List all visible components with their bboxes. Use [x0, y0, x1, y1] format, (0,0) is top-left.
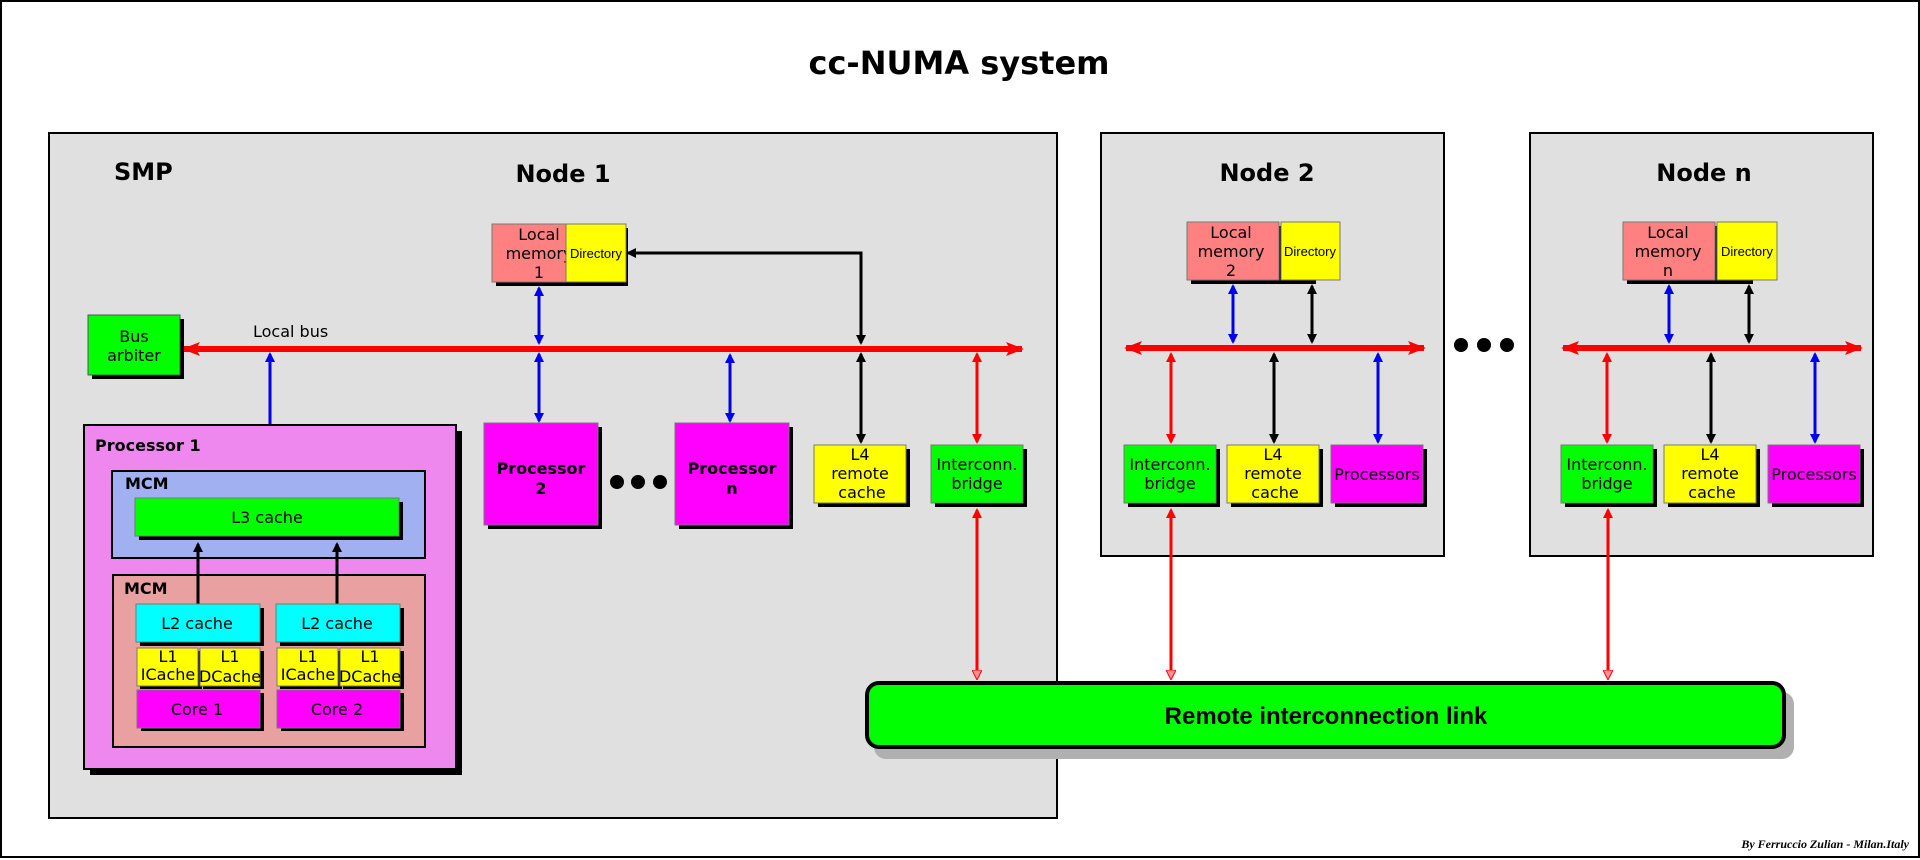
directoryn-label: Directory: [1721, 244, 1774, 259]
core1-l1d-line1: L1: [220, 647, 239, 666]
core2-l1d-line2: DCache: [339, 667, 401, 686]
bridgen-line1: Interconn.: [1566, 455, 1647, 474]
core2-l1i-line1: L1: [298, 647, 317, 666]
bus-arbiter: Bus arbiter: [87, 314, 184, 379]
noden-title: Node n: [1656, 159, 1751, 187]
core1-label: Core 1: [171, 700, 223, 719]
bridgen-line2: bridge: [1581, 474, 1632, 493]
processors-2: Processors: [1330, 444, 1427, 507]
directory-1: Directory: [565, 223, 627, 283]
bridge2-line1: Interconn.: [1129, 455, 1210, 474]
l4-1-line1: L4: [850, 445, 869, 464]
l4-remote-cache-1: L4 remote cache: [813, 444, 910, 507]
memory2-line2: memory: [1198, 242, 1265, 261]
directory1-label: Directory: [570, 246, 623, 261]
bus-arbiter-line2: arbiter: [107, 346, 161, 365]
processor-2: Processor 2: [483, 422, 602, 529]
bridge1-line2: bridge: [951, 474, 1002, 493]
processorsn-label: Processors: [1771, 465, 1856, 484]
node2-title: Node 2: [1219, 159, 1314, 187]
author-credit: By Ferruccio Zulian - Milan.Italy: [1740, 837, 1909, 851]
mcm-top-label: MCM: [125, 474, 169, 493]
l4-2-line3: cache: [1251, 483, 1298, 502]
diagram-title: cc-NUMA system: [808, 44, 1109, 82]
processor2-line2: 2: [535, 479, 546, 498]
processors-n: Processors: [1767, 444, 1864, 507]
directory-2: Directory: [1280, 221, 1341, 281]
processor2-line1: Processor: [497, 459, 586, 478]
remote-interconnection-link: Remote interconnection link: [865, 681, 1794, 759]
interconn-bridge-1: Interconn. bridge: [930, 444, 1027, 507]
local-bus-label: Local bus: [253, 322, 328, 341]
bridge2-line2: bridge: [1144, 474, 1195, 493]
l3-cache: L3 cache: [134, 497, 403, 540]
mcm-bottom-label: MCM: [124, 579, 168, 598]
l4-n-line2: remote: [1681, 464, 1739, 483]
processors2-label: Processors: [1334, 465, 1419, 484]
memoryn-line2: memory: [1635, 242, 1702, 261]
core1-l2-label: L2 cache: [161, 614, 233, 633]
core1-l1d-line2: DCache: [199, 667, 261, 686]
bridge1-line1: Interconn.: [936, 455, 1017, 474]
processorn-line1: Processor: [688, 459, 777, 478]
l4-remote-cache-n: L4 remote cache: [1663, 444, 1760, 507]
node1-title: Node 1: [515, 160, 610, 188]
processor-n: Processor n: [674, 422, 793, 529]
l3-cache-label: L3 cache: [231, 508, 303, 527]
memoryn-line1: Local: [1647, 223, 1688, 242]
memory2-line1: Local: [1210, 223, 1251, 242]
l4-1-line3: cache: [838, 483, 885, 502]
directory-n: Directory: [1716, 221, 1778, 281]
bus-arbiter-line1: Bus: [119, 327, 148, 346]
ellipsis-nodes: [1454, 338, 1514, 352]
core2-label: Core 2: [311, 700, 363, 719]
core2-stack: L2 cache L1 ICache L1 DCache Core 2: [275, 603, 404, 731]
mcm-top: MCM L3 cache: [111, 470, 426, 559]
ellipsis-processors: [610, 475, 667, 489]
l4-2-line1: L4: [1263, 445, 1282, 464]
processor1-title: Processor 1: [95, 436, 201, 455]
directory-control-link: [626, 248, 866, 345]
core1-stack: L2 cache L1 ICache L1 DCache Core 1: [135, 603, 264, 731]
l4-2-line2: remote: [1244, 464, 1302, 483]
core2-l1i-line2: ICache: [281, 665, 335, 684]
core1-l1i-line2: ICache: [141, 665, 195, 684]
l4-n-line1: L4: [1700, 445, 1719, 464]
memory1-line3: 1: [534, 263, 544, 282]
processor-1: Processor 1 MCM L3 cache MCM L2 cache L1…: [83, 424, 462, 775]
remote-link-label: Remote interconnection link: [1165, 703, 1488, 730]
core2-l1d-line1: L1: [360, 647, 379, 666]
memory1-line1: Local: [518, 225, 559, 244]
memory2-line3: 2: [1226, 261, 1236, 280]
core2-l2-label: L2 cache: [301, 614, 373, 633]
smp-label: SMP: [114, 158, 173, 186]
core1-l1i-line1: L1: [158, 647, 177, 666]
interconn-bridge-n: Interconn. bridge: [1560, 444, 1657, 507]
memoryn-line3: n: [1663, 261, 1673, 280]
l4-n-line3: cache: [1688, 483, 1735, 502]
memory1-line2: memory: [506, 244, 573, 263]
directory2-label: Directory: [1284, 244, 1337, 259]
l4-remote-cache-2: L4 remote cache: [1226, 444, 1323, 507]
l4-1-line2: remote: [831, 464, 889, 483]
interconn-bridge-2: Interconn. bridge: [1123, 444, 1220, 507]
processorn-line2: n: [726, 479, 737, 498]
